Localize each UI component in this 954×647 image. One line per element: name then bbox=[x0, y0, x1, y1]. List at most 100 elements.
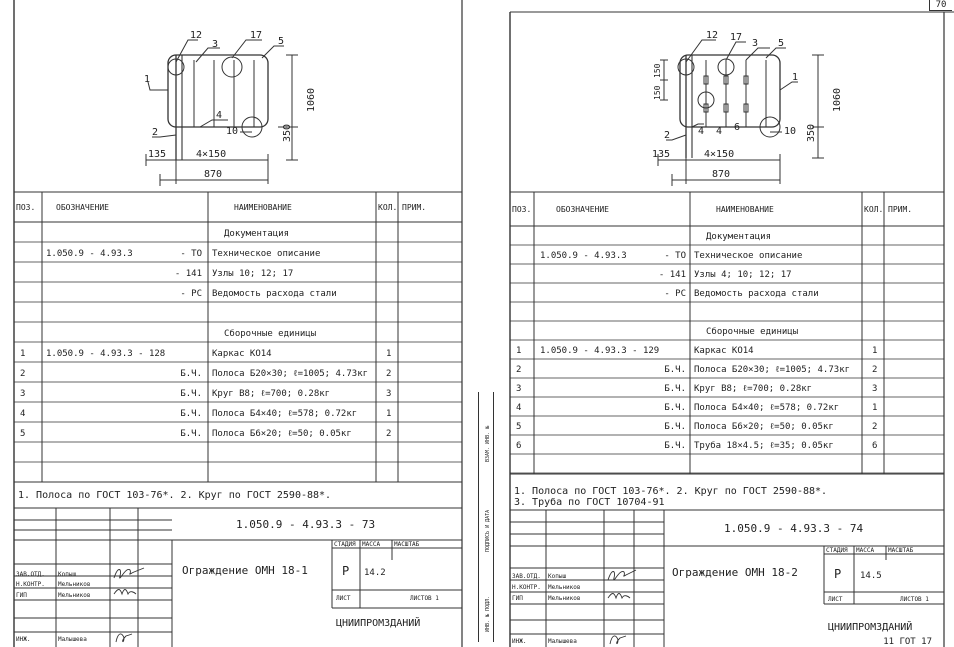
stamp-label-inv: ИНВ. № ПОДЛ. bbox=[485, 596, 491, 632]
person-0: Копыш bbox=[58, 571, 76, 578]
row-pos: 5 bbox=[20, 429, 25, 439]
row-designation: 1.050.9 - 4.93.3 bbox=[46, 249, 133, 259]
col-header-designation-b: ОБОЗНАЧЕНИЕ bbox=[556, 205, 609, 214]
notes-line-2-b: 3. Труба по ГОСТ 10704-91 bbox=[514, 496, 665, 508]
row-name: Полоса Б20×30; ℓ=1005; 4.73кг bbox=[212, 369, 368, 379]
col-header-pos-b: ПОЗ. bbox=[512, 205, 531, 214]
row-pos: 2 bbox=[20, 369, 25, 379]
row-qty: 2 bbox=[386, 429, 391, 439]
row-designation-suffix: Б.Ч. bbox=[664, 365, 686, 375]
callout-4-b: 4 bbox=[698, 126, 704, 137]
row-qty: 3 bbox=[872, 384, 877, 394]
row-name: Узлы 10; 12; 17 bbox=[212, 269, 293, 279]
label-sheet: ЛИСТ bbox=[336, 595, 351, 602]
col-header-designation: ОБОЗНАЧЕНИЕ bbox=[56, 203, 109, 212]
row-name: Ведомость расхода стали bbox=[212, 289, 337, 299]
row-section-heading: Документация bbox=[224, 229, 289, 239]
sheet-1-svg: 12 3 17 5 1 4 2 10 1060 350 135 4×150 87… bbox=[13, 0, 463, 647]
row-pos: 1 bbox=[516, 346, 521, 356]
notes-line-1-b: 1. Полоса по ГОСТ 103-76*. 2. Круг по ГО… bbox=[514, 486, 827, 497]
drawing-title: Ограждение ОМН 18-1 bbox=[182, 564, 308, 577]
drawing-title-b: Ограждение ОМН 18-2 bbox=[672, 566, 798, 579]
row-qty: 2 bbox=[872, 365, 877, 375]
dim-4x150-b: 4×150 bbox=[704, 149, 734, 160]
row-pos: 5 bbox=[516, 422, 521, 432]
dim-1060-b: 1060 bbox=[832, 88, 843, 112]
row-name: Круг В8; ℓ=700; 0.28кг bbox=[212, 389, 330, 399]
col-header-pos: ПОЗ. bbox=[16, 203, 35, 212]
row-name: Ведомость расхода стали bbox=[694, 289, 819, 299]
row-designation-suffix: Б.Ч. bbox=[664, 403, 686, 413]
railing-drawing-2 bbox=[657, 39, 824, 186]
row-section-heading: Документация bbox=[706, 232, 771, 242]
callout-2: 2 bbox=[152, 127, 158, 138]
row-designation-suffix: Б.Ч. bbox=[664, 422, 686, 432]
dim-135-b: 135 bbox=[652, 149, 670, 160]
side-stamp: ИНВ. № ПОДЛ. ПОДПИСЬ И ДАТА ВЗАМ. ИНВ. № bbox=[478, 392, 494, 642]
drawing-sheet-1: 12 3 17 5 1 4 2 10 1060 350 135 4×150 87… bbox=[0, 0, 470, 647]
row-name: Техническое описание bbox=[212, 249, 320, 259]
row-qty: 1 bbox=[872, 346, 877, 356]
organization: ЦНИИПРОМЗДАНИЙ bbox=[336, 616, 420, 629]
role-4-b: ИНЖ. bbox=[512, 638, 526, 645]
person-2: Мельников bbox=[58, 592, 91, 599]
row-designation-suffix: Б.Ч. bbox=[664, 441, 686, 451]
notes-line-1: 1. Полоса по ГОСТ 103-76*. 2. Круг по ГО… bbox=[18, 490, 331, 501]
sheet-2-svg: 12 17 3 5 1 2 4 4 6 10 1060 350 150 150 … bbox=[509, 11, 954, 647]
row-name: Полоса Б6×20; ℓ=50; 0.05кг bbox=[212, 429, 352, 439]
callout-12: 12 bbox=[190, 30, 202, 41]
row-designation-suffix: - ТО bbox=[664, 251, 686, 261]
callout-12-b: 12 bbox=[706, 30, 718, 41]
dim-4x150: 4×150 bbox=[196, 149, 226, 160]
label-sheet-b: ЛИСТ bbox=[828, 596, 843, 603]
title-block-grid-2 bbox=[510, 509, 944, 647]
callout-5-b: 5 bbox=[778, 38, 784, 49]
row-designation-suffix: - ТО bbox=[180, 249, 202, 259]
row-designation-suffix: - 141 bbox=[175, 269, 202, 279]
callout-10: 10 bbox=[226, 126, 238, 137]
stamp-label-sign: ПОДПИСЬ И ДАТА bbox=[485, 510, 491, 552]
dim-870: 870 bbox=[204, 169, 222, 180]
row-name: Круг В8; ℓ=700; 0.28кг bbox=[694, 384, 812, 394]
dim-870-b: 870 bbox=[712, 169, 730, 180]
row-pos: 1 bbox=[20, 349, 25, 359]
drawing-sheet-2: 12 17 3 5 1 2 4 4 6 10 1060 350 150 150 … bbox=[480, 0, 954, 647]
role-1-b: Н.КОНТР. bbox=[512, 584, 541, 591]
row-name: Полоса Б20×30; ℓ=1005; 4.73кг bbox=[694, 365, 850, 375]
dim-150a-b: 150 bbox=[653, 63, 662, 78]
callout-17-b: 17 bbox=[730, 32, 742, 43]
role-0-b: ЗАВ.ОТД. bbox=[512, 573, 541, 580]
row-qty: 1 bbox=[386, 409, 391, 419]
person-4: Малышева bbox=[58, 636, 87, 643]
role-2-b: ГИП bbox=[512, 595, 523, 602]
label-scale: МАСШТАБ bbox=[394, 541, 420, 548]
document-designation: 1.050.9 - 4.93.3 - 73 bbox=[236, 518, 375, 531]
dim-150b-b: 150 bbox=[653, 85, 662, 100]
row-qty: 1 bbox=[872, 403, 877, 413]
corner-sheet-number: 70 bbox=[929, 0, 952, 11]
row-section-heading: Сборочные единицы bbox=[706, 326, 798, 337]
role-4: ИНЖ. bbox=[16, 636, 30, 643]
col-header-note-b: ПРИМ. bbox=[888, 205, 912, 214]
dim-135: 135 bbox=[148, 149, 166, 160]
row-designation-suffix: - РС bbox=[180, 289, 202, 299]
person-4-b: Малышева bbox=[548, 638, 577, 645]
spec-table-grid-2 bbox=[509, 191, 945, 475]
label-mass-b: МАССА bbox=[856, 547, 874, 554]
title-block-grid bbox=[14, 507, 462, 647]
row-name: Полоса Б6×20; ℓ=50; 0.05кг bbox=[694, 422, 834, 432]
mass-value: 14.2 bbox=[364, 568, 386, 578]
document-designation-b: 1.050.9 - 4.93.3 - 74 bbox=[724, 522, 863, 535]
bottom-code: 11 ГОТ 17 bbox=[883, 637, 932, 647]
label-scale-b: МАСШТАБ bbox=[888, 547, 914, 554]
label-mass: МАССА bbox=[362, 541, 380, 548]
organization-b: ЦНИИПРОМЗДАНИЙ bbox=[828, 620, 912, 633]
role-0: ЗАВ.ОТД. bbox=[16, 571, 45, 578]
label-sheets: ЛИСТОВ 1 bbox=[410, 595, 439, 602]
row-name: Полоса Б4×40; ℓ=578; 0.72кг bbox=[212, 409, 357, 419]
row-qty: 6 bbox=[872, 441, 877, 451]
person-1: Мельников bbox=[58, 581, 91, 588]
row-pos: 6 bbox=[516, 441, 521, 451]
row-pos: 3 bbox=[20, 389, 25, 399]
label-sheets-b: ЛИСТОВ 1 bbox=[900, 596, 929, 603]
